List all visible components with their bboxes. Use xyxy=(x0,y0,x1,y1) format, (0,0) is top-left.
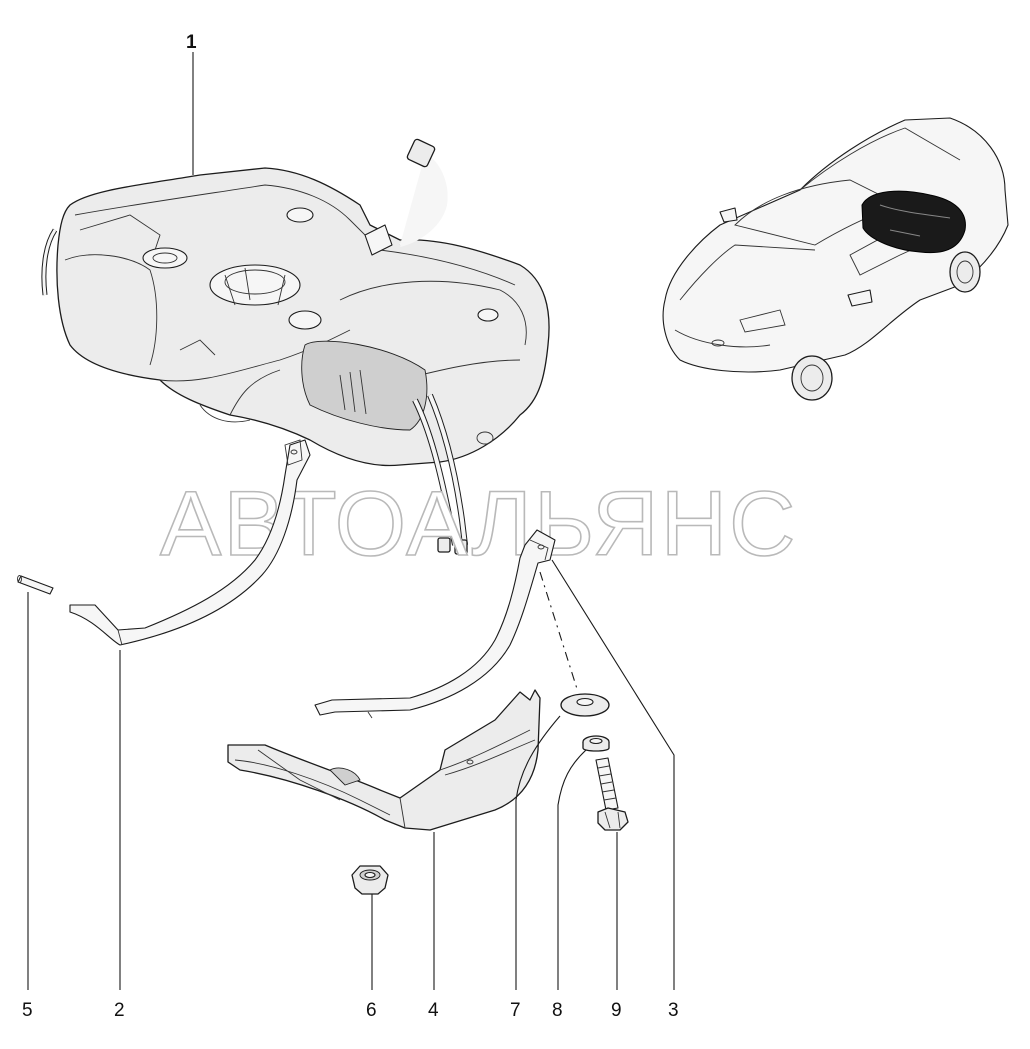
callout-7: 7 xyxy=(510,1000,521,1021)
bolt xyxy=(595,757,629,831)
callout-5: 5 xyxy=(22,1000,33,1021)
flange-nut xyxy=(351,865,389,895)
car-location-thumbnail xyxy=(662,117,1009,401)
assembly-axis xyxy=(539,571,579,693)
callout-4: 4 xyxy=(428,1000,439,1021)
pin xyxy=(17,575,54,595)
callout-1: 1 xyxy=(186,32,197,53)
tank-strap-rear xyxy=(69,439,311,646)
fuel-tank xyxy=(41,138,550,555)
callout-6: 6 xyxy=(366,1000,377,1021)
callout-2: 2 xyxy=(114,1000,125,1021)
tank-strap-front xyxy=(314,529,556,719)
protective-shield xyxy=(227,689,541,831)
washer xyxy=(560,693,610,717)
leader-lines xyxy=(27,52,675,990)
spacer-bushing xyxy=(582,735,610,752)
callout-8: 8 xyxy=(552,1000,563,1021)
callout-3: 3 xyxy=(668,1000,679,1021)
callout-9: 9 xyxy=(611,1000,622,1021)
